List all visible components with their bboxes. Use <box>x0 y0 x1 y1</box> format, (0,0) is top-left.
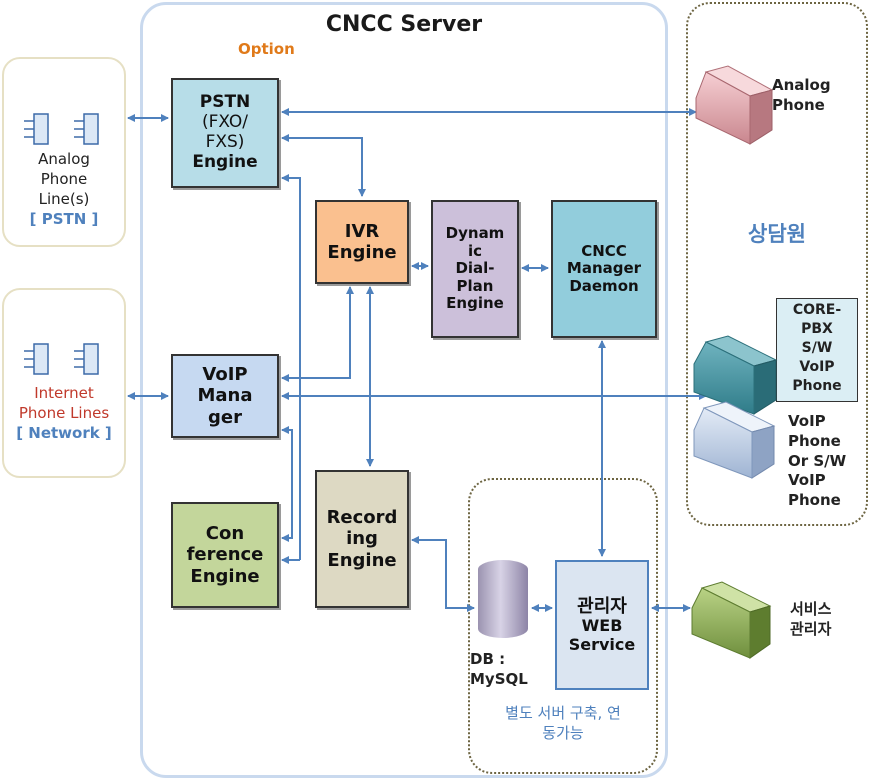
pstn-text-3: FXS) <box>205 132 245 152</box>
option-label: Option <box>238 40 295 58</box>
diagram-title: CNCC Server <box>325 12 483 37</box>
dialplan-text-1: Dynam <box>445 224 505 243</box>
voip-phone-text-2: Phone <box>788 431 841 450</box>
db-label: DB : MySQL <box>470 650 540 690</box>
conference-text-1: Con <box>205 523 245 545</box>
dialplan-text-4: Plan <box>456 276 494 295</box>
core-pbx-text-3: S/W <box>801 339 833 356</box>
voip-text-2: Mana <box>197 385 253 407</box>
recording-text-1: Record <box>326 507 398 529</box>
analog-phone-block <box>695 65 774 145</box>
ivr-engine: IVR Engine <box>315 200 409 284</box>
dialplan-text-3: Dial- <box>455 259 495 278</box>
analog-lines-label: Analog Phone Line(s) [ PSTN ] <box>2 150 126 230</box>
service-admin-text-1: 서비스 <box>790 600 832 618</box>
pstn-text-1: PSTN <box>199 92 251 113</box>
ivr-text-1: IVR <box>344 220 380 242</box>
phone-line-icon <box>33 343 49 375</box>
voip-text-1: VoIP <box>202 364 248 386</box>
recording-text-2: ing <box>346 528 378 550</box>
voip-phone-text-4: VoIP <box>788 471 826 490</box>
conn-voip-conference <box>281 426 293 542</box>
core-pbx-text-2: PBX <box>801 320 833 337</box>
analog-lines-text-3: Line(s) <box>38 189 90 208</box>
manager-daemon: CNCC Manager Daemon <box>551 200 657 338</box>
dialplan-engine: Dynam ic Dial- Plan Engine <box>431 200 519 338</box>
voip-text-3: ger <box>208 406 242 428</box>
pstn-tag: [ PSTN ] <box>29 209 99 228</box>
service-admin-label: 서비스 관리자 <box>790 600 831 639</box>
agent-region <box>686 2 868 526</box>
analog-phone-label: Analog Phone <box>772 76 831 115</box>
separate-server-text-2: 동가능 <box>542 723 584 742</box>
analog-line-icons <box>24 113 99 145</box>
core-pbx-block <box>693 335 778 415</box>
agent-label: 상담원 <box>748 222 806 246</box>
voip-phone-text-1: VoIP <box>788 412 826 430</box>
internet-lines-text-2: Phone Lines <box>18 403 110 422</box>
separate-server-region <box>468 478 658 774</box>
conn-recording-db <box>411 536 475 612</box>
manager-text-3: Daemon <box>569 276 639 295</box>
service-admin-block <box>691 581 772 659</box>
conn-voip-ivr <box>281 286 354 382</box>
recording-text-3: Engine <box>327 549 397 571</box>
internet-lines-label: Internet Phone Lines [ Network ] <box>2 384 126 444</box>
pstn-engine: PSTN (FXO/ FXS) Engine <box>171 78 279 188</box>
conn-bus-pstn <box>281 174 301 560</box>
dialplan-text-2: ic <box>467 241 483 260</box>
voip-phone-label: VoIP Phone Or S/W VoIP Phone <box>788 412 846 511</box>
pstn-text-4: Engine <box>192 151 258 172</box>
ivr-text-2: Engine <box>327 242 397 263</box>
conference-engine: Con ference Engine <box>171 502 279 608</box>
analog-phone-text-1: Analog <box>772 76 831 94</box>
internet-line-icons <box>24 343 99 375</box>
phone-line-icon <box>33 113 49 145</box>
core-pbx-label: CORE- PBX S/W VoIP Phone <box>776 298 858 402</box>
conn-pstn-ivr <box>281 134 366 197</box>
analog-lines-text-2: Phone <box>40 169 88 188</box>
connector-lines <box>127 108 707 612</box>
network-tag: [ Network ] <box>16 423 112 442</box>
core-pbx-text-1: CORE- <box>792 302 842 318</box>
web-text-2: WEB <box>581 615 623 635</box>
pstn-text-2: (FXO/ <box>201 112 249 133</box>
analog-lines-text-1: Analog <box>38 150 90 168</box>
phone-line-icon <box>83 113 99 145</box>
web-text-3: Service <box>568 634 636 654</box>
phone-line-icon <box>83 343 99 375</box>
web-text-1: 관리자 <box>577 595 627 617</box>
db-text-1: DB : <box>470 650 506 668</box>
manager-text-1: CNCC <box>581 241 627 260</box>
separate-server-label: 별도 서버 구축, 연 동가능 <box>472 704 654 744</box>
internet-lines-text-1: Internet <box>34 384 94 402</box>
conference-text-2: ference <box>186 544 264 566</box>
internet-lines-box <box>2 288 126 478</box>
analog-phone-text-2: Phone <box>772 95 825 114</box>
dialplan-text-5: Engine <box>446 294 504 313</box>
core-pbx-text-4: VoIP <box>799 358 835 375</box>
service-admin-text-2: 관리자 <box>790 619 832 638</box>
conference-text-3: Engine <box>190 565 260 587</box>
voip-phone-text-5: Phone <box>788 491 841 510</box>
recording-engine: Record ing Engine <box>315 470 409 608</box>
db-text-2: MySQL <box>470 669 528 688</box>
voip-phone-text-3: Or S/W <box>788 451 847 470</box>
core-pbx-text-5: Phone <box>792 377 842 394</box>
manager-text-2: Manager <box>566 259 642 278</box>
voip-manager: VoIP Mana ger <box>171 354 279 438</box>
voip-phone-block <box>693 401 776 479</box>
web-service: 관리자 WEB Service <box>555 560 649 690</box>
db-cylinder <box>478 560 528 638</box>
separate-server-text-1: 별도 서버 구축, 연 <box>505 704 621 722</box>
analog-lines-box <box>2 57 126 247</box>
